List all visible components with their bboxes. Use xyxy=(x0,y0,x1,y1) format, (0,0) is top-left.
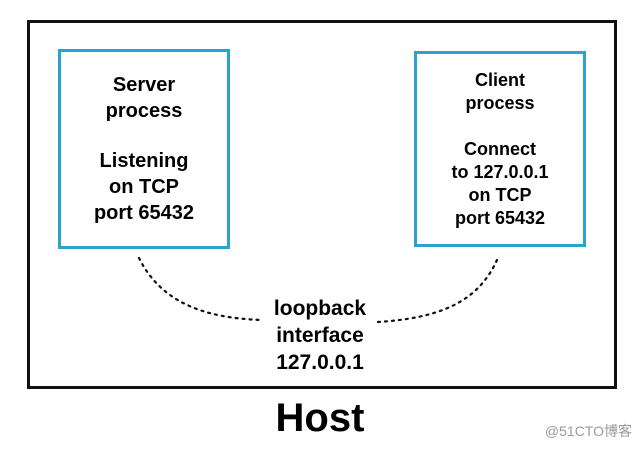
server-detail-line-1: Listening xyxy=(99,150,189,172)
client-detail-line-4: port 65432 xyxy=(454,207,546,228)
server-title-line-2: process xyxy=(105,100,183,122)
host-title: Host xyxy=(275,396,365,440)
loopback-interface-label: loopback interface 127.0.0.1 xyxy=(250,295,390,376)
client-detail-line-1: Connect xyxy=(464,138,536,159)
watermark: @51CTO博客 xyxy=(544,423,632,439)
client-title-line-1: Client xyxy=(474,69,525,90)
server-detail-line-3: port 65432 xyxy=(93,202,195,224)
server-title-line-1: Server xyxy=(112,74,176,96)
loopback-line-1: loopback xyxy=(273,297,367,320)
loopback-line-3: 127.0.0.1 xyxy=(276,351,364,374)
server-detail-line-2: on TCP xyxy=(109,176,179,198)
client-title-line-2: process xyxy=(465,92,535,113)
host-frame xyxy=(27,20,617,389)
client-process-box: Client process Connect to 127.0.0.1 on T… xyxy=(414,51,586,247)
client-detail-line-2: to 127.0.0.1 xyxy=(451,161,549,182)
client-to-loopback-dotted-line xyxy=(376,258,499,324)
server-to-loopback-dotted-line xyxy=(137,256,264,322)
client-detail-line-3: on TCP xyxy=(468,184,532,205)
server-process-box: Server process Listening on TCP port 654… xyxy=(58,49,230,249)
loopback-line-2: interface xyxy=(276,324,364,347)
